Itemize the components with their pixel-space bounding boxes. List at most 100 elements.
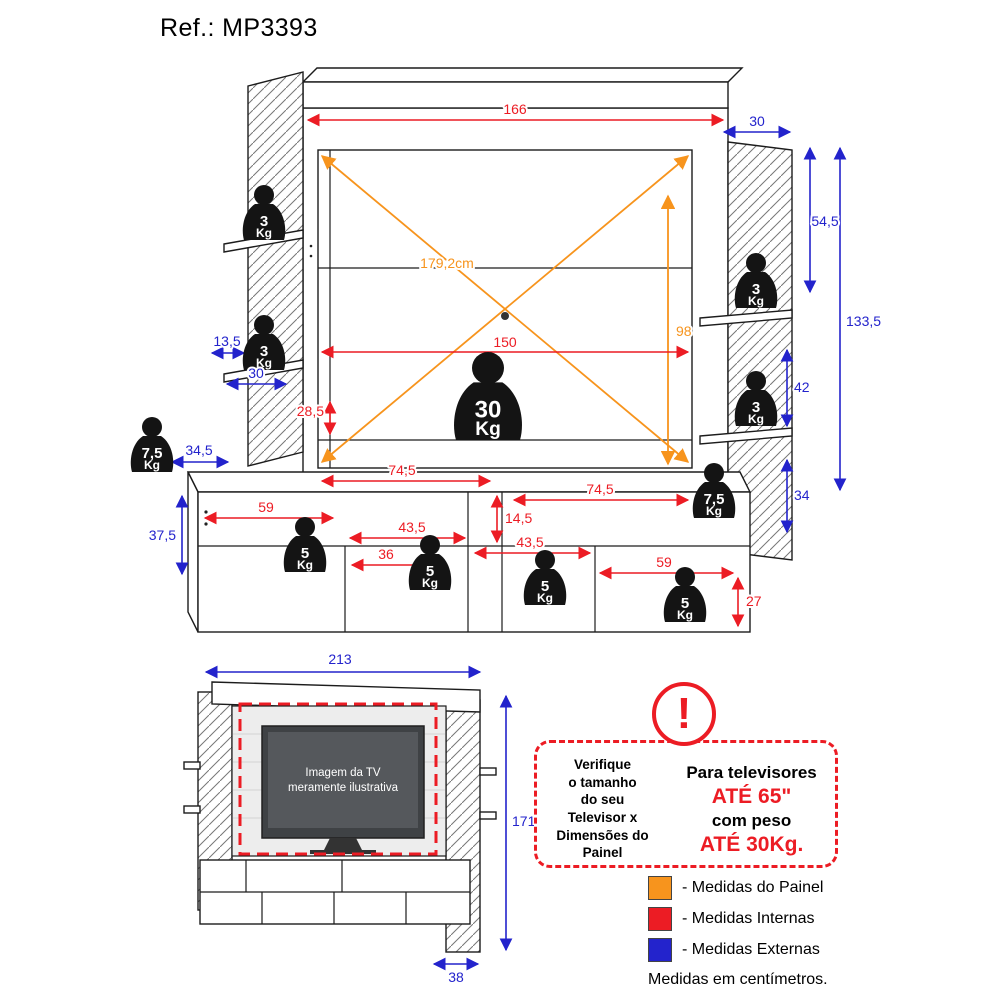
legend-label-external: - Medidas Externas: [682, 941, 820, 958]
dim-label-cubby-outer-left: 59: [258, 499, 274, 515]
warning-right-line4: ATÉ 30Kg.: [699, 833, 804, 857]
dim-label-diagonal: 179,2cm: [420, 255, 474, 271]
dim-label-panel-height: 98: [676, 323, 692, 339]
svg-text:Kg: Kg: [256, 356, 272, 370]
legend-row-external: - Medidas Externas: [648, 938, 828, 962]
svg-text:3: 3: [752, 399, 760, 416]
right-shelf-top: [699, 309, 793, 327]
dim-label-inner-gap: 28,5: [297, 403, 324, 419]
thumb-bench: [199, 859, 471, 925]
top-board-surface: [301, 67, 744, 83]
dim-label-top-shelf-right: 74,5: [586, 481, 613, 497]
internal-dimensions-red: [203, 113, 745, 628]
svg-text:5: 5: [301, 545, 309, 562]
warning-icon: !: [652, 682, 716, 746]
dim-label-right-total: 133,5: [846, 313, 881, 329]
svg-text:Kg: Kg: [144, 458, 160, 472]
cable-hole: [501, 312, 509, 320]
dim-label-top-depth: 30: [749, 113, 765, 129]
svg-text:Kg: Kg: [677, 608, 693, 622]
svg-text:Kg: Kg: [748, 412, 764, 426]
dim-label-cubby-mid-left: 43,5: [398, 519, 425, 535]
dim-label-shelf-depth: 13,5: [213, 333, 240, 349]
tv-size-dashed-outline: [238, 702, 438, 856]
svg-text:5: 5: [541, 578, 549, 595]
legend: - Medidas do Painel - Medidas Internas -…: [648, 876, 828, 989]
legend-label-panel: - Medidas do Painel: [682, 879, 824, 896]
tv-caption-line1: Imagem da TV: [305, 767, 381, 779]
dim-label-center-gap: 14,5: [505, 510, 532, 526]
weight-badge-shelf-left-2: 3 Kg: [242, 315, 286, 370]
wall-unit-drawing: 3 Kg 3 Kg 3 Kg 3 Kg 30 Kg: [130, 67, 883, 633]
svg-text:3: 3: [260, 343, 268, 360]
dim-label-base-left-depth: 34,5: [185, 442, 212, 458]
right-shelf-bottom: [699, 427, 793, 445]
legend-note: Medidas em centímetros.: [648, 971, 828, 988]
legend-row-panel: - Medidas do Painel: [648, 876, 828, 900]
tv-illustration: Imagem da TV meramente ilustrativa: [261, 725, 425, 854]
warning-right-line1: Para televisores: [686, 762, 817, 782]
legend-label-internal: - Medidas Internas: [682, 910, 815, 927]
svg-text:Kg: Kg: [748, 294, 764, 308]
weight-badge-cubby-2: 5 Kg: [408, 535, 452, 590]
dim-label-cubby-mid-right: 43,5: [516, 534, 543, 550]
dim-label-thumb-height: 171: [512, 813, 536, 829]
svg-text:Kg: Kg: [256, 226, 272, 240]
warning-box: Verifique o tamanho do seu Televisor x D…: [534, 740, 838, 868]
warning-text-right: Para televisores ATÉ 65" com peso ATÉ 30…: [668, 750, 835, 859]
svg-text:7,5: 7,5: [704, 491, 725, 508]
warning-text-left: Verifique o tamanho do seu Televisor x D…: [537, 746, 668, 861]
warning-left-line: do seu: [580, 792, 625, 808]
svg-text:Kg: Kg: [422, 576, 438, 590]
warning-left-line: Televisor x: [567, 810, 638, 825]
warning-icon-glyph: !: [676, 689, 692, 738]
dim-arrow-diagonal-2: [320, 155, 690, 463]
svg-text:Kg: Kg: [706, 504, 722, 518]
svg-text:30: 30: [475, 397, 502, 424]
dim-label-top-width: 166: [503, 101, 527, 117]
svg-text:5: 5: [426, 563, 434, 580]
svg-text:3: 3: [752, 281, 760, 298]
tv-caption-line2: meramente ilustrativa: [288, 782, 399, 794]
page-title: Ref.: MP3393: [160, 14, 318, 42]
svg-text:3: 3: [260, 213, 268, 230]
dim-label-cubby-floor: 36: [378, 546, 394, 562]
weight-badge-shelf-left-1: 3 Kg: [242, 185, 286, 240]
dim-label-left-depth: 30: [248, 365, 264, 381]
dim-label-right-upper: 54,5: [811, 213, 838, 229]
legend-swatch-blue: [648, 938, 672, 962]
left-mirror-column: [247, 71, 304, 467]
weight-badge-panel: 30 Kg: [454, 352, 522, 440]
external-dimensions-blue: [170, 125, 847, 576]
dim-label-thumb-depth: 38: [448, 969, 464, 985]
dim-label-cubby-height: 27: [746, 593, 762, 609]
warning-left-line: o tamanho: [568, 774, 637, 790]
dim-label-top-shelf-left: 74,5: [388, 462, 415, 478]
legend-swatch-red: [648, 907, 672, 931]
weight-badge-cubby-1: 5 Kg: [283, 517, 327, 572]
warning-left-line: Dimensões do Painel: [556, 827, 649, 861]
dim-label-cubby-outer-right: 59: [656, 554, 672, 570]
panel-dimensions-orange: [320, 155, 690, 466]
dim-label-right-mid: 42: [794, 379, 810, 395]
thumbnail-diagram: Imagem da TV meramente ilustrativa 213 1…: [183, 649, 538, 987]
svg-text:7,5: 7,5: [142, 445, 163, 462]
legend-swatch-orange: [648, 876, 672, 900]
top-board: [302, 81, 729, 109]
svg-text:Kg: Kg: [297, 558, 313, 572]
dim-label-right-lower: 34: [794, 487, 810, 503]
weight-badge-bench-left: 7,5 Kg: [130, 417, 174, 472]
warning-right-line2: ATÉ 65": [711, 784, 792, 808]
svg-text:Kg: Kg: [475, 419, 501, 440]
svg-text:5: 5: [681, 595, 689, 612]
weight-badge-shelf-right-2: 3 Kg: [734, 371, 778, 426]
warning-left-line: Verifique: [574, 757, 632, 773]
weight-badge-shelf-right-1: 3 Kg: [734, 253, 778, 308]
dim-label-thumb-width: 213: [328, 651, 352, 667]
weight-badge-bench-right: 7,5 Kg: [692, 463, 736, 518]
weight-badge-cubby-3: 5 Kg: [523, 550, 567, 605]
legend-row-internal: - Medidas Internas: [648, 907, 828, 931]
dim-label-bench-height: 37,5: [149, 527, 176, 543]
